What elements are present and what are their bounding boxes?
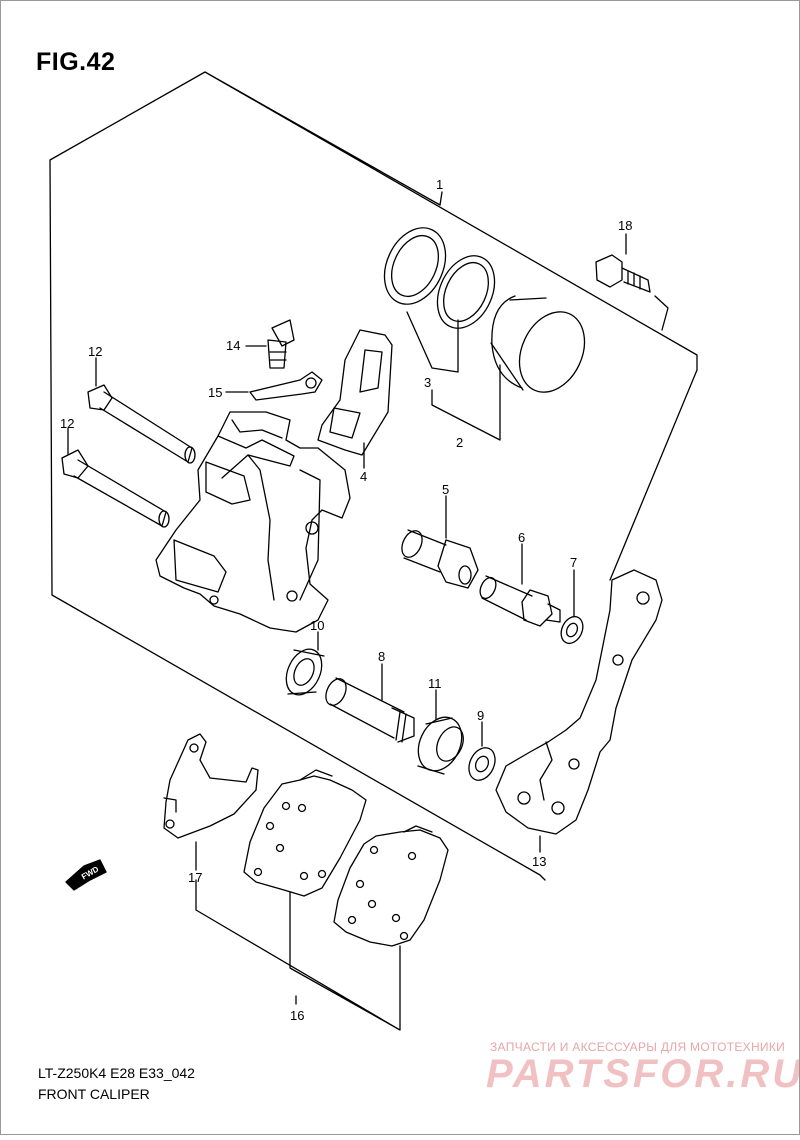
watermark-logo: PARTSFOR.RU: [486, 1052, 800, 1096]
callout-8: 8: [378, 649, 385, 664]
callout-5: 5: [442, 482, 449, 497]
piston: [490, 295, 586, 393]
frame-18: [654, 295, 669, 331]
brake-pad-inner: [333, 825, 449, 947]
bleeder-cap: [249, 371, 323, 401]
callout-9: 9: [477, 708, 484, 723]
slide-pin-lower: [61, 449, 170, 528]
bleeder-valve: [267, 319, 295, 369]
callout-16: 16: [290, 1008, 304, 1023]
piston-seal-upper: [383, 227, 447, 305]
caliper-body: [155, 411, 351, 633]
callout-14: 14: [226, 338, 240, 353]
washer-9: [468, 747, 496, 781]
washer-7: [560, 615, 584, 645]
pad-shim: [163, 733, 259, 839]
callout-1: 1: [436, 177, 443, 192]
piston-seal-lower: [436, 255, 496, 329]
fwd-arrow-icon: [65, 859, 107, 891]
callout-12a: 12: [88, 344, 102, 359]
part-name: FRONT CALIPER: [38, 1086, 150, 1102]
callout-12b: 12: [60, 416, 74, 431]
leader-1: [439, 191, 443, 206]
watermark-tagline: ЗАПЧАСТИ И АКСЕССУАРЫ ДЛЯ МОТОТЕХНИКИ: [490, 1040, 786, 1054]
assembly-frame: [49, 71, 698, 881]
figure-title: FIG.42: [36, 48, 116, 76]
leader-3: [406, 311, 459, 373]
callout-3: 3: [424, 375, 431, 390]
callout-4: 4: [360, 469, 367, 484]
callout-7: 7: [570, 555, 577, 570]
callout-17: 17: [188, 870, 202, 885]
pad-spring: [317, 329, 393, 456]
bolt-6: [479, 575, 561, 627]
boot-10: [285, 648, 325, 696]
callout-13: 13: [532, 854, 546, 869]
callout-6: 6: [518, 530, 525, 545]
callout-18: 18: [618, 218, 632, 233]
leader-2: [431, 364, 501, 441]
brake-pad-outer: [243, 769, 367, 897]
pin-8: [325, 677, 415, 743]
leader-16: [195, 879, 401, 1031]
callout-2: 2: [456, 435, 463, 450]
callout-labels: 1 2 3 4 5 6 7 8 9 10 11 12 12 13 14 15 1…: [60, 177, 632, 1023]
caliper-bracket: [495, 569, 663, 835]
callout-15: 15: [208, 385, 222, 400]
bolt-18: [595, 254, 651, 293]
boot-11: [417, 716, 464, 775]
model-code: LT-Z250K4 E28 E33_042: [38, 1065, 195, 1081]
sleeve-5: [401, 529, 479, 589]
callout-11: 11: [428, 676, 442, 691]
callout-10: 10: [310, 618, 324, 633]
slide-pin-upper: [87, 384, 196, 464]
